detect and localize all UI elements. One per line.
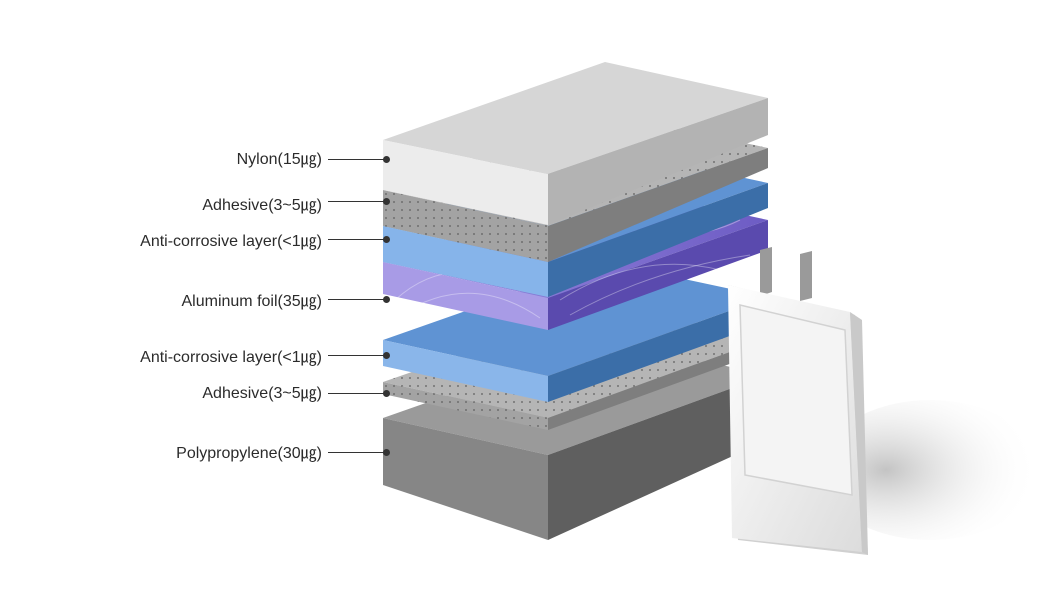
pouch-tab-left bbox=[760, 247, 772, 296]
leader-line-aluminum-foil bbox=[328, 299, 386, 300]
pouch-tab-right bbox=[800, 251, 812, 301]
leader-dot-nylon bbox=[383, 156, 390, 163]
leader-line-adhesive-top bbox=[328, 201, 386, 202]
leader-line-nylon bbox=[328, 159, 386, 160]
leader-dot-anti-corrosive-bottom bbox=[383, 352, 390, 359]
leader-line-anti-corrosive-bottom bbox=[328, 355, 386, 356]
leader-dot-anti-corrosive-top bbox=[383, 236, 390, 243]
label-adhesive-top: Adhesive(3~5㎍) bbox=[202, 197, 322, 214]
label-anti-corrosive-top: Anti-corrosive layer(<1㎍) bbox=[140, 233, 322, 250]
leader-dot-adhesive-top bbox=[383, 198, 390, 205]
leader-dot-polypropylene bbox=[383, 449, 390, 456]
label-anti-corrosive-bottom: Anti-corrosive layer(<1㎍) bbox=[140, 349, 322, 366]
leader-line-adhesive-bottom bbox=[328, 393, 386, 394]
label-aluminum-foil: Aluminum foil(35㎍) bbox=[181, 293, 323, 310]
label-adhesive-bottom: Adhesive(3~5㎍) bbox=[202, 385, 322, 402]
leader-dot-adhesive-bottom bbox=[383, 390, 390, 397]
leader-line-polypropylene bbox=[328, 452, 386, 453]
label-nylon: Nylon(15㎍) bbox=[236, 151, 322, 168]
label-polypropylene: Polypropylene(30㎍) bbox=[176, 445, 322, 462]
pouch-cell-illustration bbox=[728, 247, 1040, 555]
leader-line-anti-corrosive-top bbox=[328, 239, 386, 240]
layer-nylon bbox=[383, 62, 768, 225]
leader-dot-aluminum-foil bbox=[383, 296, 390, 303]
